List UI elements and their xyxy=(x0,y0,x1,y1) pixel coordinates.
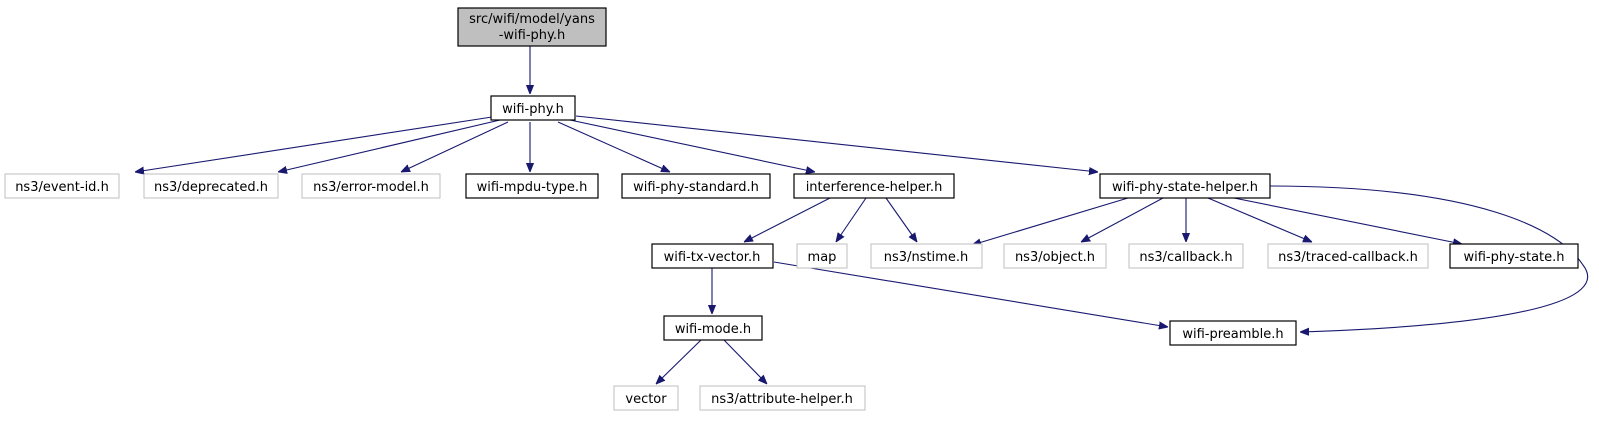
node-ns3-deprecated-h: ns3/deprecated.h xyxy=(143,173,279,199)
edge-wifi-phy-to-interference-helper xyxy=(569,119,815,172)
node-ns3-traced-callback-h: ns3/traced-callback.h xyxy=(1267,243,1429,269)
edge-wifi-phy-state-helper-to-nstime xyxy=(972,197,1129,245)
edge-interference-helper-to-map xyxy=(836,197,867,242)
node-label: wifi-phy.h xyxy=(502,102,564,117)
node-label: wifi-preamble.h xyxy=(1182,327,1283,342)
node-label: ns3/error-model.h xyxy=(313,180,429,195)
node-label: wifi-mpdu-type.h xyxy=(477,180,588,195)
node-vector: vector xyxy=(613,385,679,411)
node-ns3-nstime-h: ns3/nstime.h xyxy=(870,243,983,269)
node-label-line2: -wifi-phy.h xyxy=(499,28,566,43)
node-wifi-tx-vector-h[interactable]: wifi-tx-vector.h xyxy=(651,243,774,269)
node-ns3-error-model-h: ns3/error-model.h xyxy=(301,173,441,199)
edge-wifi-phy-to-wifi-phy-standard xyxy=(557,121,670,173)
edge-wifi-phy-state-helper-to-wifi-phy-state xyxy=(1223,195,1462,244)
node-wifi-phy-state-h[interactable]: wifi-phy-state.h xyxy=(1449,243,1579,269)
node-label: ns3/attribute-helper.h xyxy=(711,392,853,407)
node-wifi-mpdu-type-h[interactable]: wifi-mpdu-type.h xyxy=(465,173,599,199)
edge-wifi-tx-vector-to-wifi-preamble xyxy=(773,261,1168,327)
node-label: ns3/callback.h xyxy=(1139,250,1232,265)
node-label: wifi-mode.h xyxy=(675,322,751,337)
node-label: map xyxy=(808,250,837,265)
edge-wifi-phy-to-event-id xyxy=(135,116,493,172)
edges xyxy=(135,46,1589,384)
node-map: map xyxy=(796,243,848,269)
edge-wifi-phy-to-deprecated xyxy=(278,119,501,172)
node-label: vector xyxy=(625,392,667,407)
node-label: wifi-tx-vector.h xyxy=(664,250,761,265)
node-label-line1: src/wifi/model/yans xyxy=(469,12,595,27)
node-label: wifi-phy-standard.h xyxy=(633,180,759,195)
edge-interference-helper-to-nstime xyxy=(885,197,917,242)
node-wifi-phy-standard-h[interactable]: wifi-phy-standard.h xyxy=(621,173,771,199)
node-ns3-event-id-h: ns3/event-id.h xyxy=(4,173,120,199)
node-label: wifi-phy-state-helper.h xyxy=(1112,180,1258,195)
node-label: ns3/traced-callback.h xyxy=(1278,250,1418,265)
edge-wifi-phy-to-wifi-phy-state-helper xyxy=(575,115,1098,172)
nodes: src/wifi/model/yans -wifi-phy.h wifi-phy… xyxy=(4,7,1579,411)
edge-wifi-mode-to-vector xyxy=(656,339,702,384)
node-ns3-attribute-helper-h: ns3/attribute-helper.h xyxy=(699,385,866,411)
node-label: ns3/event-id.h xyxy=(15,180,109,195)
edge-interference-helper-to-wifi-tx-vector xyxy=(744,197,831,242)
node-wifi-mode-h[interactable]: wifi-mode.h xyxy=(663,315,763,341)
edge-wifi-phy-to-error-model xyxy=(401,121,509,172)
node-label: interference-helper.h xyxy=(806,180,943,195)
node-interference-helper-h[interactable]: interference-helper.h xyxy=(793,173,955,199)
node-wifi-phy-h[interactable]: wifi-phy.h xyxy=(490,95,576,121)
node-label: ns3/deprecated.h xyxy=(154,180,268,195)
node-label: ns3/nstime.h xyxy=(884,250,968,265)
edge-wifi-phy-state-helper-to-wifi-preamble xyxy=(1267,185,1589,332)
node-yans-wifi-phy-h[interactable]: src/wifi/model/yans -wifi-phy.h xyxy=(457,7,607,47)
node-wifi-preamble-h[interactable]: wifi-preamble.h xyxy=(1169,320,1297,346)
node-wifi-phy-state-helper-h[interactable]: wifi-phy-state-helper.h xyxy=(1099,173,1271,199)
node-ns3-object-h: ns3/object.h xyxy=(1003,243,1107,269)
node-label: wifi-phy-state.h xyxy=(1463,250,1564,265)
edge-wifi-mode-to-attribute-helper xyxy=(723,339,767,384)
edge-wifi-phy-state-helper-to-traced-callback xyxy=(1207,197,1312,243)
node-ns3-callback-h: ns3/callback.h xyxy=(1128,243,1244,269)
node-label: ns3/object.h xyxy=(1015,250,1095,265)
edge-wifi-phy-state-helper-to-object xyxy=(1081,197,1164,242)
